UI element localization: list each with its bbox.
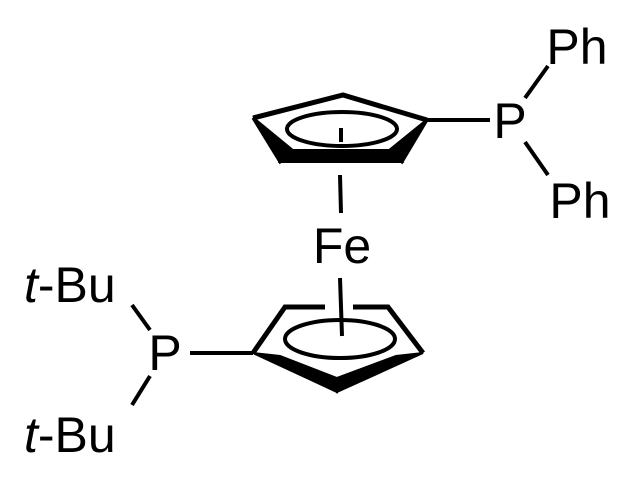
tbu-prefix: t [24, 407, 40, 463]
p-ph-bond-top [523, 64, 550, 100]
tbu-suffix: -Bu [38, 407, 116, 463]
tert-butyl-label-bottom: t-Bu [24, 407, 116, 463]
phenyl-label-bottom: Ph [549, 173, 610, 229]
tbu-prefix: t [24, 257, 40, 313]
lower-cyclopentadienyl-ring [250, 304, 425, 394]
p-ph-bond-bottom [523, 140, 550, 177]
phosphorus-label-lower: P [148, 325, 181, 381]
phenyl-label-top: Ph [546, 19, 607, 75]
p-tbu-bond-bottom [130, 374, 152, 407]
phosphorus-label-upper: P [493, 93, 526, 149]
fe-upper-bond [338, 174, 343, 214]
fe-lower-bond [338, 277, 344, 337]
tert-butyl-label-top: t-Bu [24, 257, 116, 313]
upper-cyclopentadienyl-ring [251, 92, 429, 165]
tbu-suffix: -Bu [38, 257, 116, 313]
iron-label: Fe [313, 218, 371, 274]
p-tbu-bond-top [130, 303, 152, 332]
